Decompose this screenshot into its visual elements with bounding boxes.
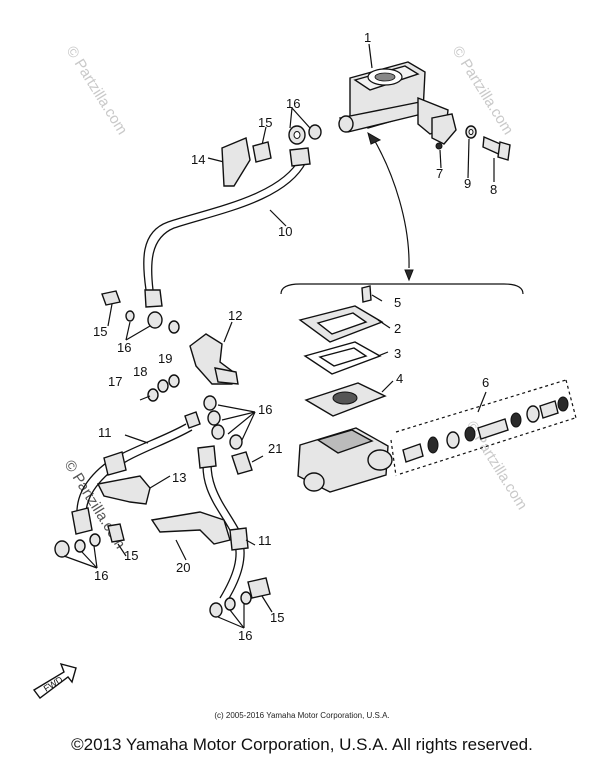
callout-10: 10	[278, 224, 292, 239]
callout-18: 18	[133, 364, 147, 379]
callout-4: 4	[396, 371, 403, 386]
callout-8: 8	[490, 182, 497, 197]
callout-7: 7	[436, 166, 443, 181]
callout-15d: 15	[270, 610, 284, 625]
callout-17: 17	[108, 374, 122, 389]
leader-lines	[207, 43, 524, 295]
watermark: © Partzilla.com	[63, 43, 131, 138]
callout-16b: 16	[117, 340, 131, 355]
copyright-notice: ©2013 Yamaha Motor Corporation, U.S.A. A…	[71, 735, 533, 754]
callout-3: 3	[394, 346, 401, 361]
brake-hose-11-right	[150, 445, 273, 629]
callout-20: 20	[176, 560, 190, 575]
callout-numbers: 1 2 3 4 5 6 7 8 9 10 11 11 12 13 14 15 1…	[93, 30, 497, 643]
callout-13: 13	[172, 470, 186, 485]
brake-hose-11-left	[54, 423, 193, 569]
callout-16c: 16	[258, 402, 272, 417]
watermarks: © Partzilla.com © Partzilla.com © Partzi…	[61, 43, 531, 552]
callout-16e: 16	[238, 628, 252, 643]
callout-12: 12	[228, 308, 242, 323]
callout-11a: 11	[98, 425, 112, 440]
callout-5: 5	[394, 295, 401, 310]
callout-15b: 15	[93, 324, 107, 339]
callout-9: 9	[464, 176, 471, 191]
brake-hose-10	[101, 124, 322, 341]
fwd-arrow: FWD	[32, 662, 77, 699]
callout-19: 19	[158, 351, 172, 366]
credit-line: (c) 2005-2016 Yamaha Motor Corporation, …	[214, 711, 390, 720]
callout-14: 14	[191, 152, 205, 167]
callout-2: 2	[394, 321, 401, 336]
watermark: © Partzilla.com	[449, 43, 517, 138]
master-cylinder-top	[338, 61, 511, 161]
brake-joint	[139, 321, 264, 475]
callout-6: 6	[482, 375, 489, 390]
callout-16a: 16	[286, 96, 300, 111]
callout-21: 21	[268, 441, 282, 456]
callout-16d: 16	[94, 568, 108, 583]
callout-15c: 15	[124, 548, 138, 563]
callout-11b: 11	[258, 533, 272, 548]
exploded-cylinder	[297, 285, 577, 493]
callout-1: 1	[364, 30, 371, 45]
callout-15a: 15	[258, 115, 272, 130]
